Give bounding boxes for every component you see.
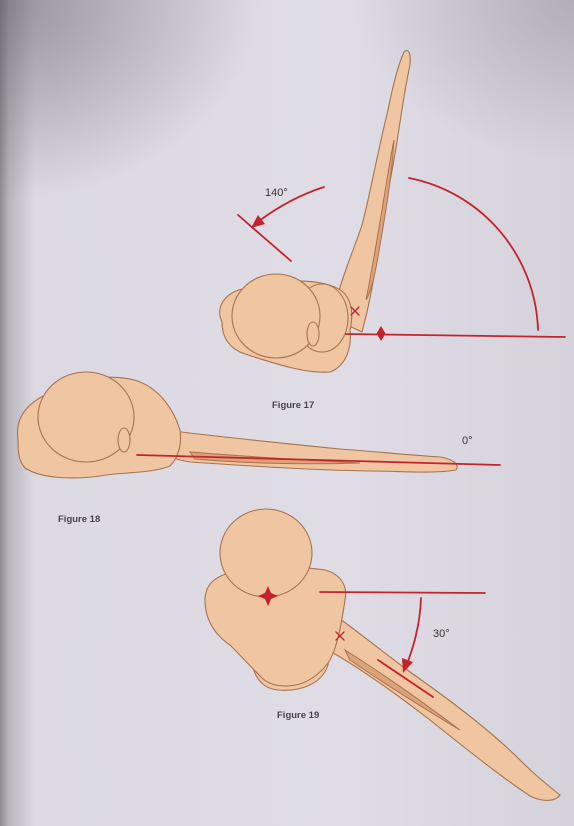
figure-18: 0° Figure 18 xyxy=(17,372,500,525)
figure-17: 140° Figure 17 xyxy=(220,51,565,411)
figure-19-angle-arrow xyxy=(407,598,421,664)
figure-17-end-line xyxy=(238,215,291,261)
figure-18-angle-label: 0° xyxy=(462,435,473,447)
figure-19-baseline xyxy=(320,592,485,593)
figure-19-angle-label: 30° xyxy=(433,628,450,640)
figure-17-ear xyxy=(307,322,319,346)
figure-17-caption: Figure 17 xyxy=(272,400,314,411)
figure-17-pivot-marker xyxy=(377,326,386,341)
figure-19: 30° Figure 19 xyxy=(205,509,560,800)
figure-17-head xyxy=(232,274,320,358)
figure-17-raised-arm xyxy=(332,51,410,332)
figure-18-caption: Figure 18 xyxy=(58,514,100,525)
figure-18-ear xyxy=(118,428,130,452)
figure-17-range-arc xyxy=(409,178,538,330)
figure-18-outstretched-arm xyxy=(165,430,457,472)
figure-19-head xyxy=(220,509,312,597)
figure-17-angle-label: 140° xyxy=(265,187,288,199)
figure-17-arrowhead xyxy=(251,215,265,228)
figure-19-caption: Figure 19 xyxy=(277,710,319,721)
